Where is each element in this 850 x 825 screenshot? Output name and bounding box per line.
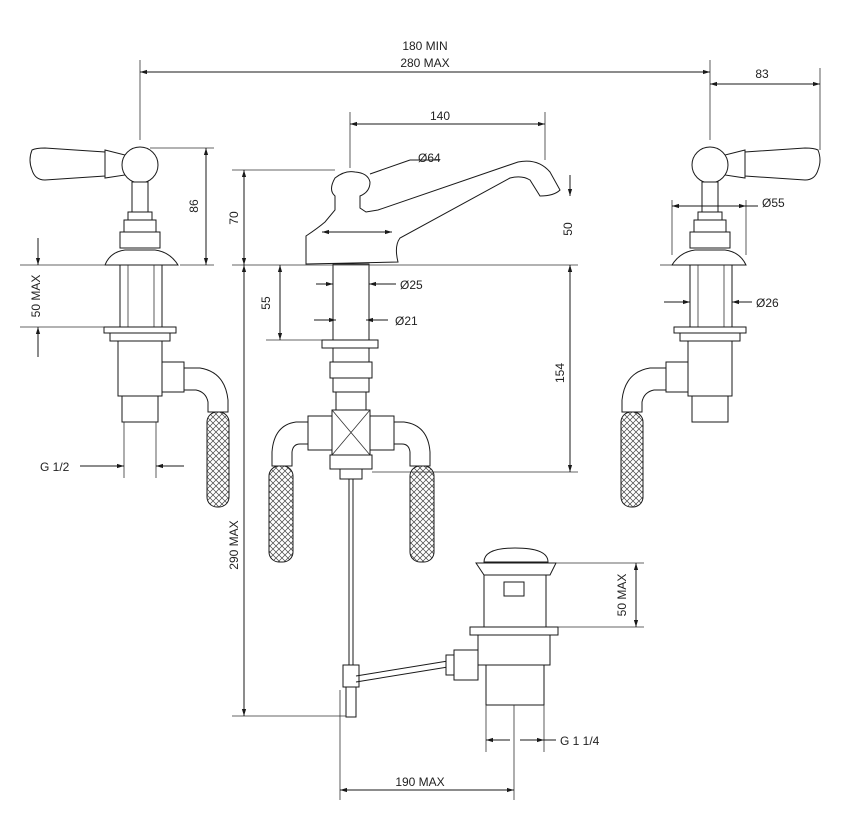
left-braided-hose	[206, 411, 230, 508]
right-base-flange	[671, 249, 747, 266]
dimension-lines	[20, 60, 821, 800]
dim-g-1-2: G 1/2	[40, 460, 70, 474]
center-right-hose	[409, 465, 435, 563]
right-valve	[620, 146, 821, 508]
spout-body	[305, 160, 561, 265]
pop-up-waste	[445, 547, 559, 706]
left-handle-hub	[121, 146, 159, 184]
dimension-labels: 180 MIN 280 MAX 83 140 Ø64 86 70 50 Ø55 …	[29, 39, 785, 789]
right-lever-handle	[739, 147, 821, 181]
dim-dia-26: Ø26	[756, 296, 779, 310]
dim-86: 86	[187, 199, 201, 213]
dim-55: 55	[259, 296, 273, 310]
dim-g-1-1-4: G 1 1/4	[560, 734, 600, 748]
dim-190-max: 190 MAX	[395, 775, 444, 789]
dim-180-min: 180 MIN	[402, 39, 447, 53]
dim-280-max: 280 MAX	[400, 56, 449, 70]
dim-dia-21: Ø21	[395, 314, 418, 328]
dim-290-max: 290 MAX	[227, 520, 241, 569]
right-braided-hose	[620, 411, 644, 508]
dim-50-max-left: 50 MAX	[29, 275, 43, 318]
left-valve	[29, 146, 230, 508]
dim-154: 154	[553, 363, 567, 383]
center-left-hose	[268, 465, 294, 563]
dim-70: 70	[227, 211, 241, 225]
dim-50-max-waste: 50 MAX	[615, 574, 629, 617]
dim-140: 140	[430, 109, 450, 123]
left-lever-handle	[29, 147, 111, 181]
left-base-flange	[104, 249, 179, 266]
right-handle-hub	[691, 146, 729, 184]
dim-83: 83	[755, 67, 769, 81]
dim-dia-64: Ø64	[418, 151, 441, 165]
waste-plug	[483, 547, 549, 563]
dim-dia-55: Ø55	[762, 196, 785, 210]
dim-50: 50	[561, 222, 575, 236]
center-spout	[268, 160, 561, 718]
dim-dia-25: Ø25	[400, 278, 423, 292]
